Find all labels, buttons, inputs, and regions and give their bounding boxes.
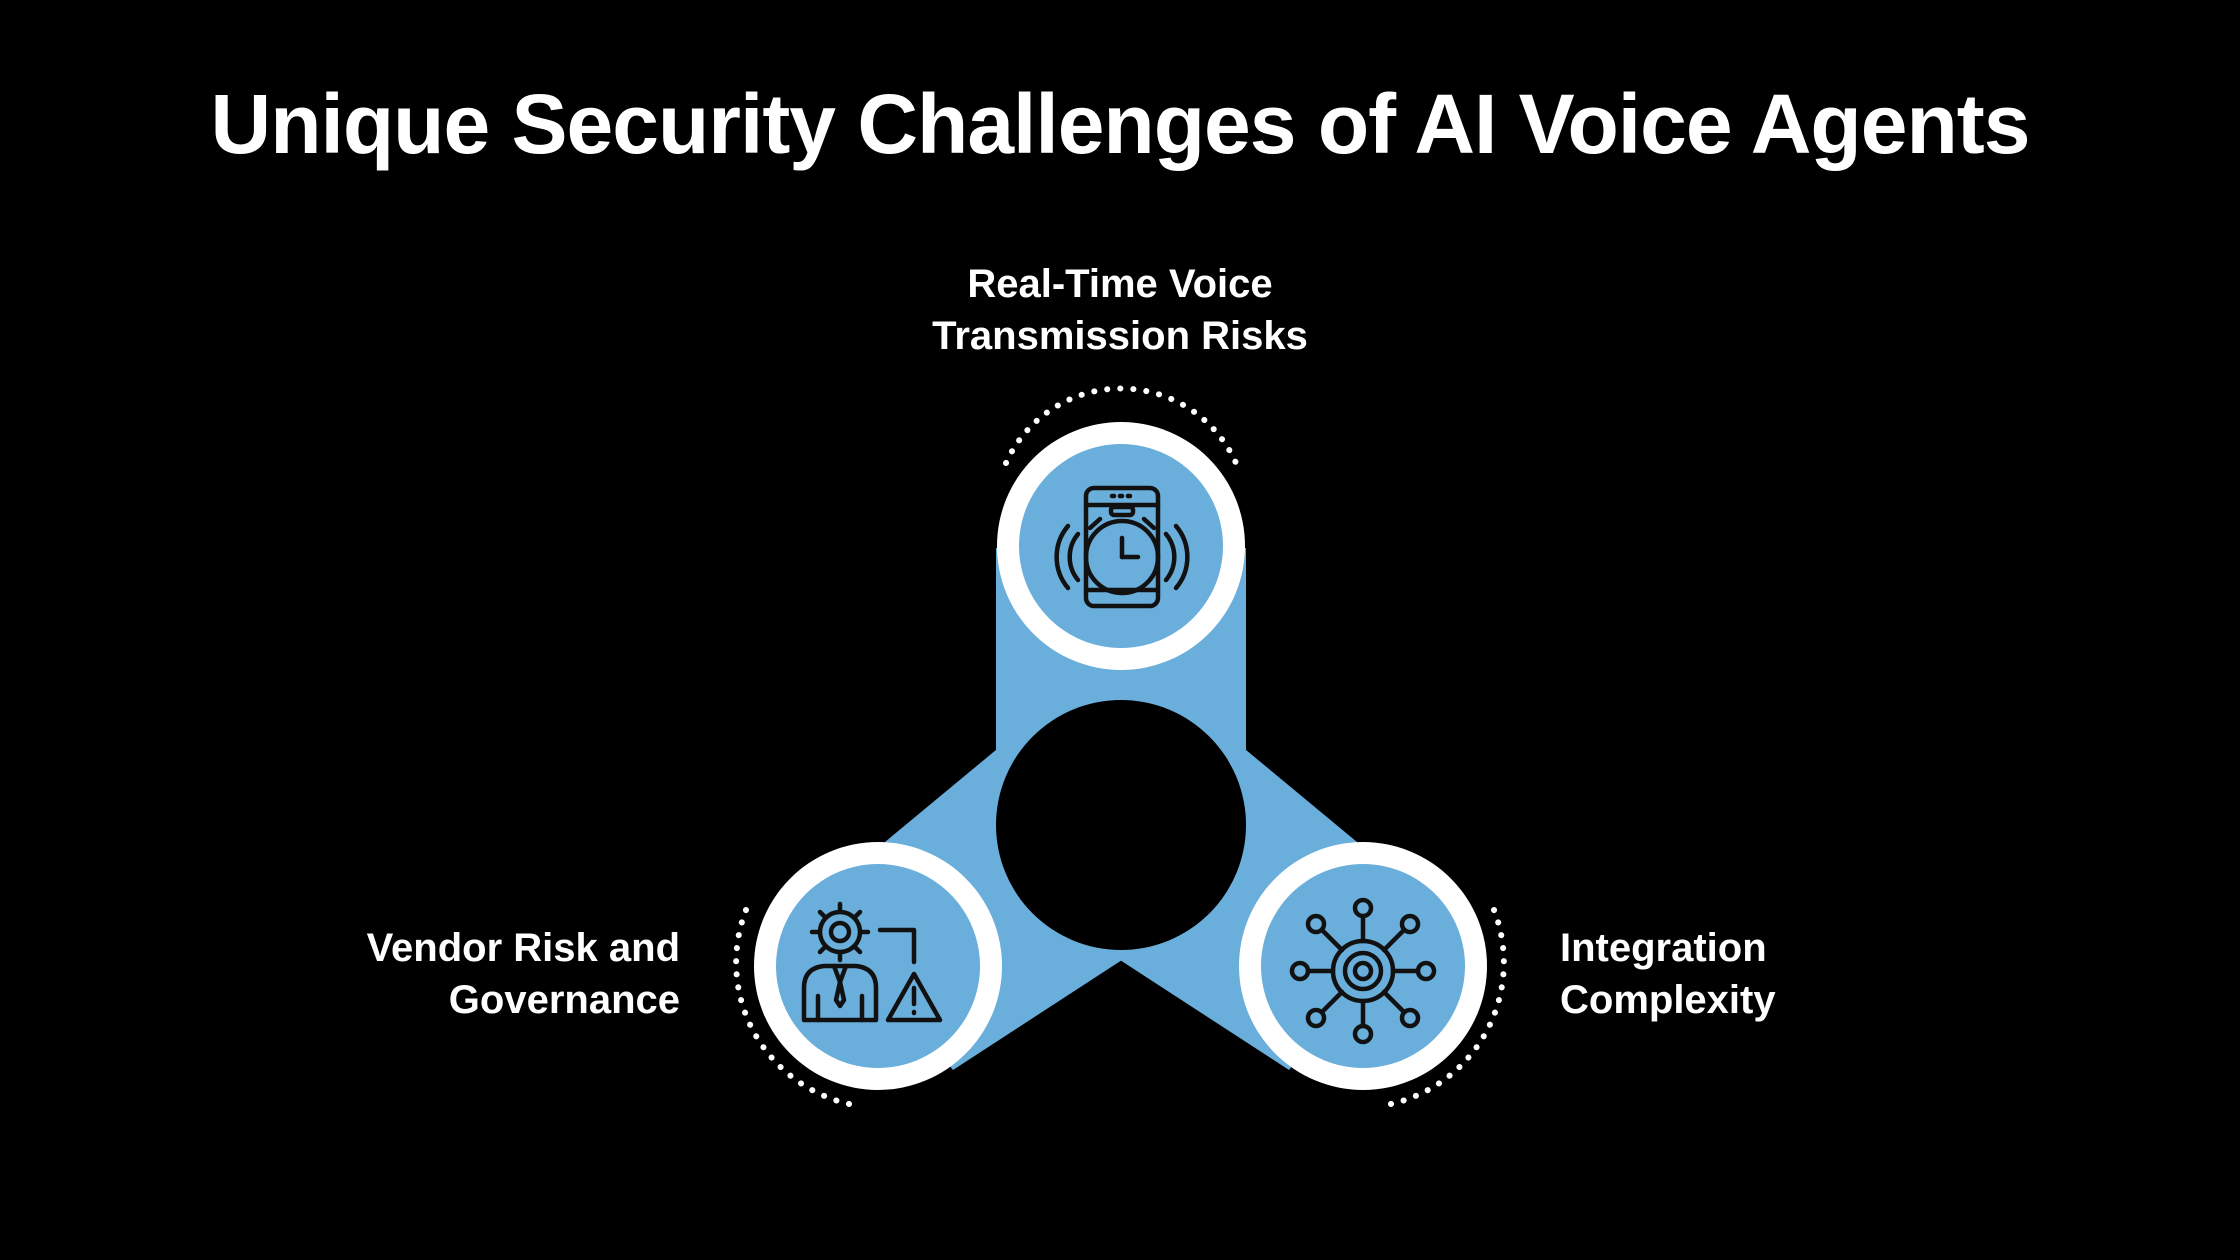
label-line: Real-Time Voice bbox=[967, 262, 1273, 306]
label-line: Integration bbox=[1560, 926, 1767, 970]
dotted-arc-top bbox=[1003, 385, 1239, 466]
center-hub bbox=[996, 700, 1246, 950]
label-line: Vendor Risk and bbox=[366, 926, 680, 970]
network-hub-icon bbox=[1289, 897, 1437, 1045]
dotted-arc-left bbox=[733, 907, 863, 1109]
node-right bbox=[1239, 842, 1487, 1090]
label-line: Governance bbox=[448, 978, 680, 1022]
label-real-time-voice: Real-Time Voice Transmission Risks bbox=[820, 258, 1420, 362]
label-line: Transmission Risks bbox=[932, 314, 1308, 358]
page-title: Unique Security Challenges of AI Voice A… bbox=[210, 77, 2031, 171]
label-vendor-risk: Vendor Risk and Governance bbox=[280, 922, 680, 1026]
label-line: Complexity bbox=[1560, 978, 1776, 1022]
node-top bbox=[997, 422, 1245, 670]
node-left bbox=[754, 842, 1002, 1090]
phone-clock-icon bbox=[1054, 485, 1190, 609]
label-integration: Integration Complexity bbox=[1560, 922, 1960, 1026]
person-gear-warning-icon bbox=[801, 901, 943, 1023]
dotted-arc-right bbox=[1377, 907, 1507, 1109]
